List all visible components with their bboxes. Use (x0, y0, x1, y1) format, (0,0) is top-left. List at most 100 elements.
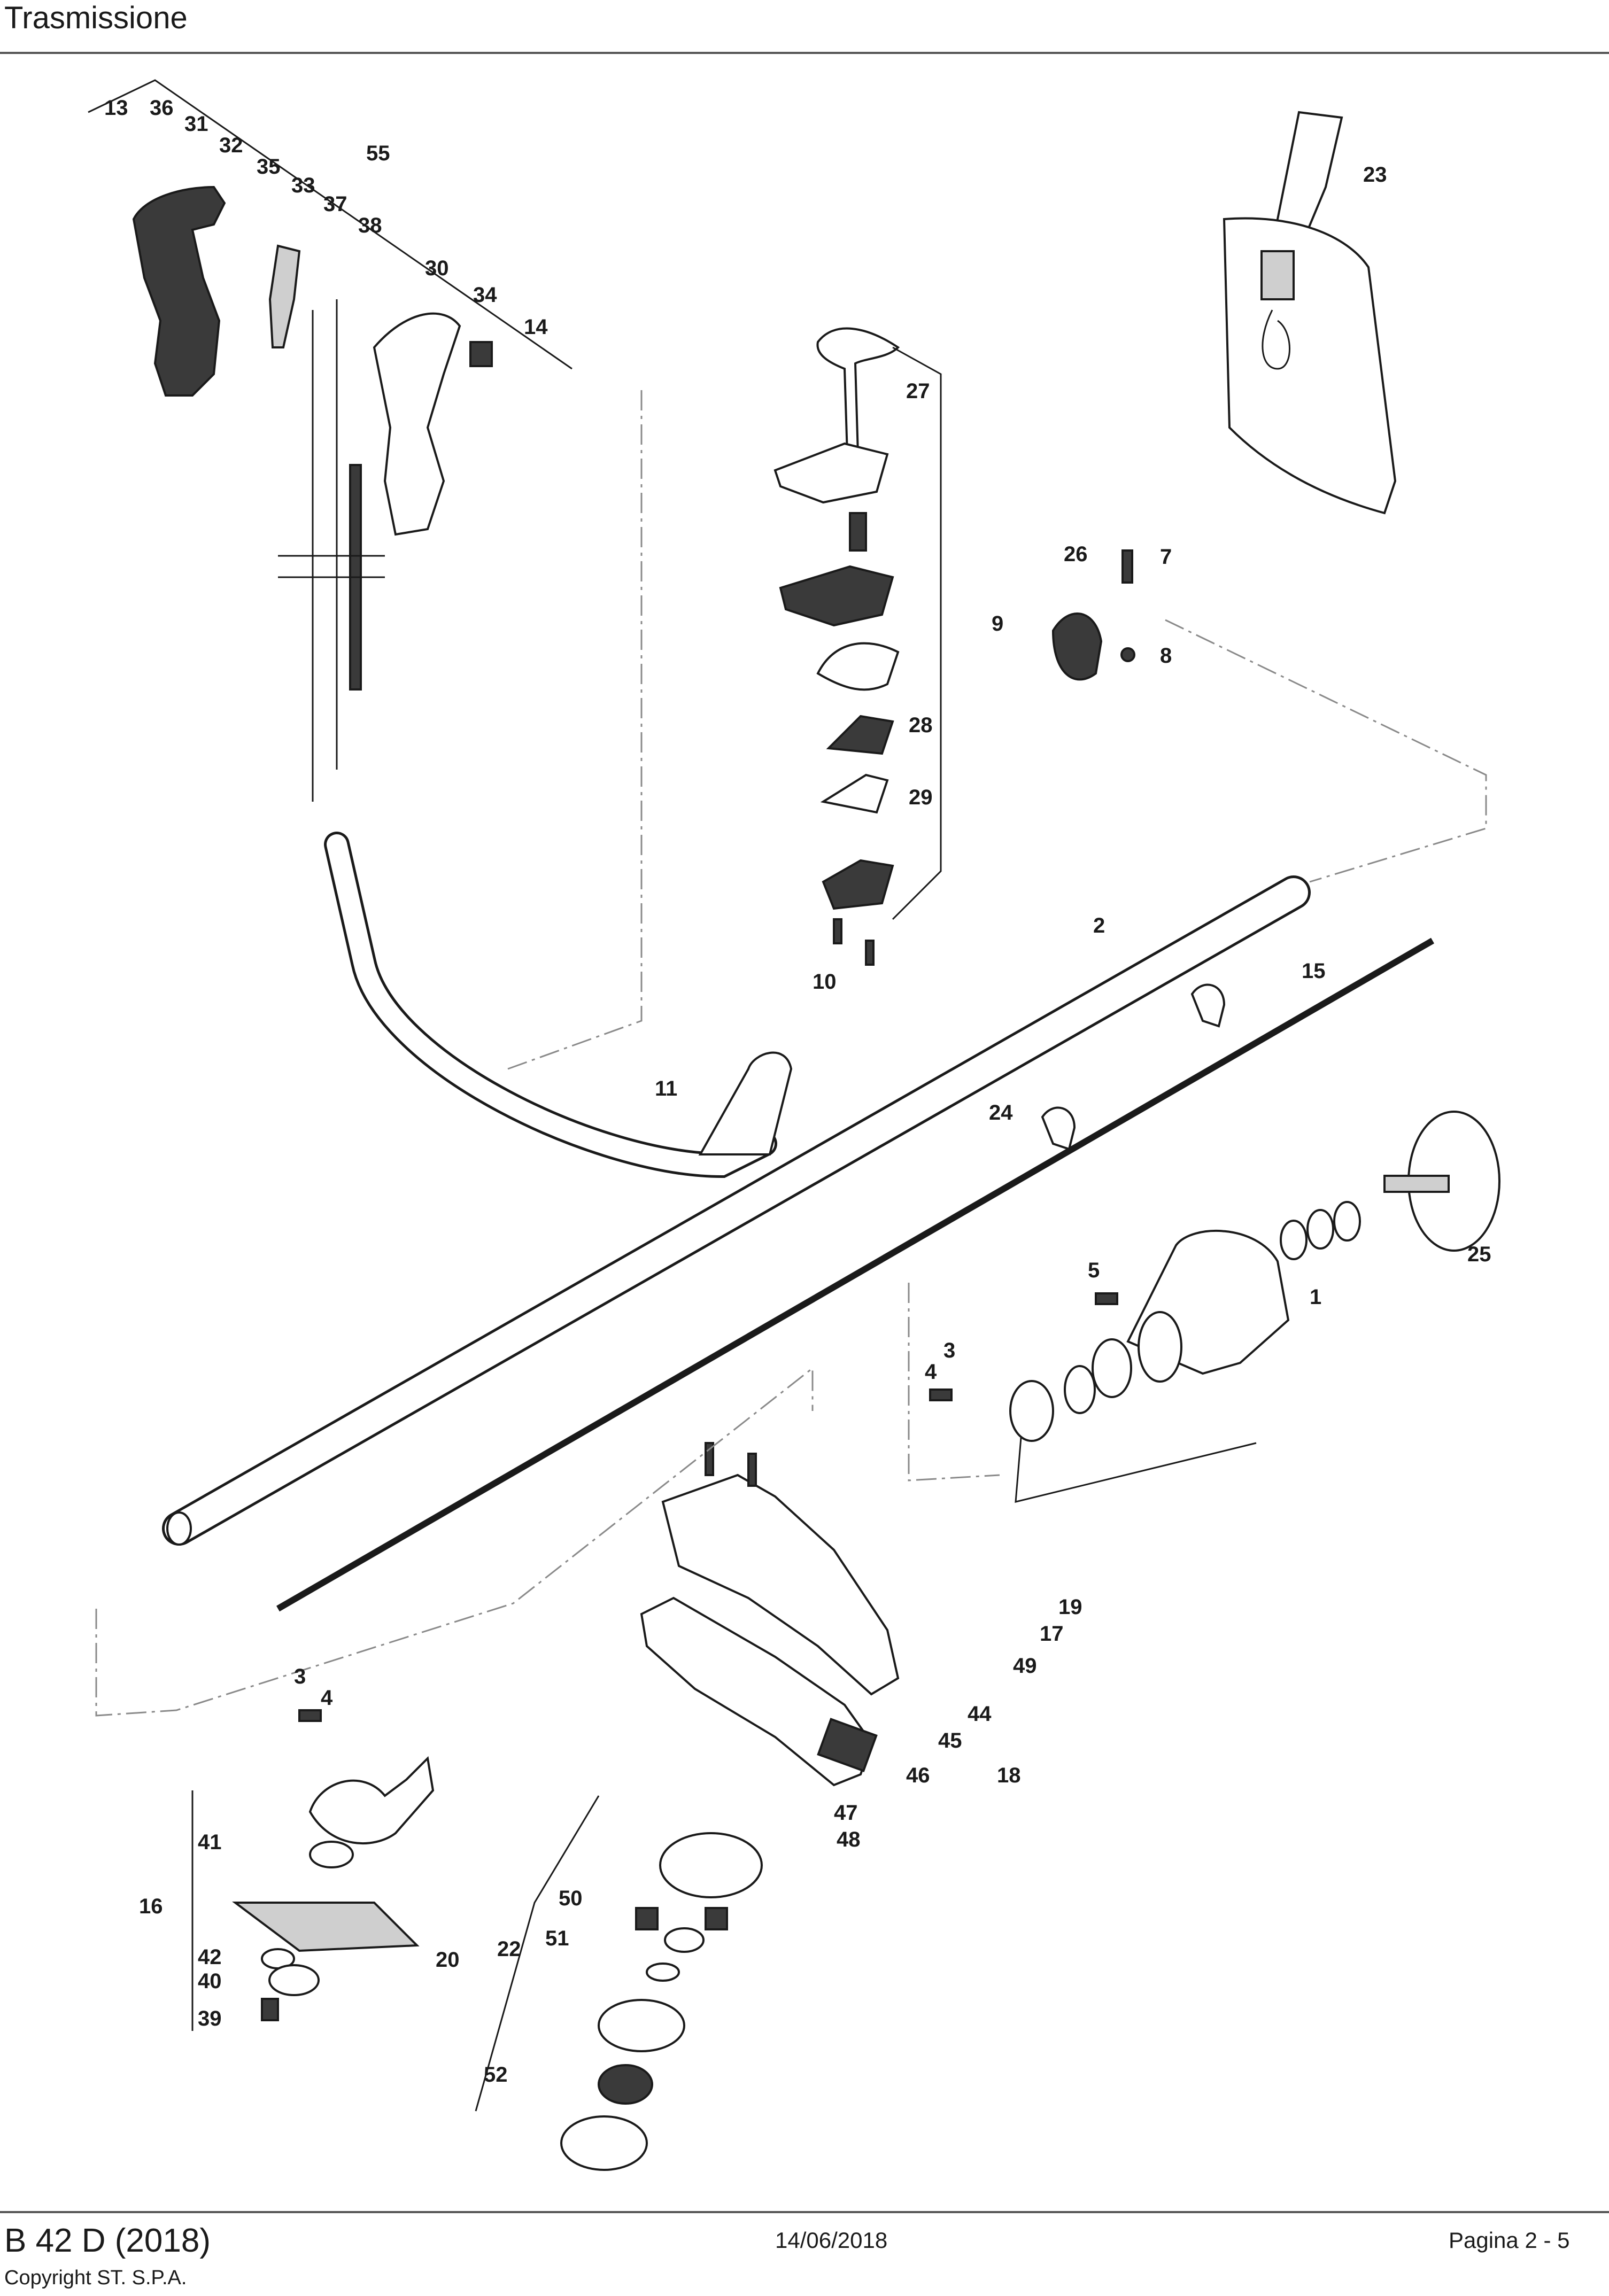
bracket-insert (820, 773, 889, 814)
callout-8: 8 (1160, 644, 1172, 668)
washer (646, 1963, 680, 1982)
callout-23: 23 (1363, 163, 1387, 187)
handle-assembly (88, 79, 573, 802)
callout-45: 45 (938, 1729, 962, 1752)
tube-clip (1190, 983, 1226, 1028)
screw (1095, 1292, 1118, 1305)
callout-28: 28 (909, 713, 933, 737)
gearhead-assembly (191, 1709, 435, 2031)
callout-44: 44 (968, 1702, 992, 1726)
harness-buckle (1260, 250, 1295, 300)
callout-39: 39 (198, 2007, 222, 2030)
bushing (1092, 1338, 1132, 1398)
callout-27: 27 (906, 379, 930, 403)
thrust-washer (309, 1841, 354, 1868)
page-number: Pagina 2 - 5 (1449, 2228, 1570, 2253)
handle-body-left (132, 185, 226, 397)
callout-51: 51 (545, 1927, 569, 1950)
adapter (1009, 1380, 1054, 1442)
eyelet (705, 1907, 728, 1930)
callout-35: 35 (257, 155, 281, 179)
callout-33: 33 (291, 174, 315, 197)
callout-13: 13 (104, 96, 128, 120)
bracket-stack (773, 327, 942, 966)
drive-shaft (276, 937, 1435, 1612)
callout-19: 19 (1058, 1595, 1082, 1619)
callout-37: 37 (323, 192, 347, 216)
copyright: Copyright ST. S.P.A. (4, 2267, 187, 2289)
callout-36: 36 (150, 96, 174, 120)
callout-41: 41 (198, 1830, 222, 1854)
screw (929, 1389, 953, 1401)
callout-7: 7 (1160, 545, 1172, 569)
callout-38: 38 (358, 214, 382, 237)
callout-11: 11 (655, 1077, 677, 1100)
callout-15: 15 (1302, 959, 1326, 983)
spool-insert (598, 2064, 653, 2105)
callout-49: 49 (1013, 1654, 1037, 1678)
wing-knob (816, 327, 900, 455)
callout-46: 46 (906, 1764, 930, 1787)
callout-29: 29 (909, 786, 933, 809)
callout-14: 14 (524, 315, 548, 339)
screw (1121, 549, 1133, 584)
ring (1333, 1201, 1361, 1242)
handle-cover-right (373, 312, 461, 536)
callout-47: 47 (834, 1801, 858, 1825)
bracket-top (773, 442, 889, 504)
callout-24: 24 (989, 1101, 1013, 1124)
cover-plate (268, 1964, 320, 1996)
drum-shaft (1383, 1175, 1450, 1193)
callout-25: 25 (1467, 1243, 1491, 1266)
clamp-part (1051, 612, 1103, 681)
head-cover (659, 1832, 763, 1898)
spring (664, 1927, 705, 1953)
callout-labels: 1 2 3 3 4 4 5 7 8 9 10 11 13 14 15 16 17… (104, 96, 1491, 2086)
callout-10: 10 (813, 970, 837, 994)
callout-55: 55 (366, 142, 390, 165)
guard-assembly (640, 1442, 900, 1787)
switch (469, 341, 493, 367)
nut (1120, 647, 1135, 662)
callout-4: 4 (321, 1686, 333, 1710)
spool (598, 1999, 685, 2052)
head-base (560, 2115, 648, 2171)
callout-4: 4 (925, 1360, 937, 1384)
callout-52: 52 (484, 2063, 508, 2086)
callout-26: 26 (1064, 542, 1088, 566)
screw (747, 1453, 757, 1487)
callout-3: 3 (294, 1665, 306, 1688)
callout-9: 9 (992, 612, 1003, 635)
harness-pad (1223, 217, 1397, 515)
callout-20: 20 (436, 1948, 460, 1972)
blade (232, 1902, 420, 1952)
callout-5: 5 (1088, 1259, 1100, 1282)
callout-18: 18 (997, 1764, 1021, 1787)
document-date: 14/06/2018 (775, 2228, 888, 2253)
bracket-spring (849, 512, 867, 552)
bolt (261, 1998, 279, 2021)
trim-blade (817, 1718, 878, 1772)
callout-34: 34 (473, 283, 497, 307)
guard-bracket (661, 1473, 900, 1696)
screw (865, 940, 875, 966)
bracket-clamp-upper (779, 565, 894, 627)
callout-17: 17 (1040, 1622, 1064, 1646)
trimmer-head (475, 1795, 763, 2171)
handlebar-grip (698, 1051, 793, 1155)
clutch-housing-opening (1138, 1311, 1182, 1383)
coupling-assembly (929, 1111, 1500, 1503)
model-name: B 42 D (2018) (4, 2222, 211, 2259)
footer-divider (0, 2211, 1609, 2213)
eyelet (635, 1907, 659, 1930)
grass-guard (640, 1596, 873, 1787)
bracket-clamp-lower (822, 859, 894, 910)
callout-42: 42 (198, 1945, 222, 1969)
snap-ring (1064, 1365, 1096, 1414)
screw (833, 918, 842, 944)
callout-31: 31 (184, 112, 208, 136)
callout-22: 22 (497, 1937, 521, 1961)
trigger-lever (268, 244, 301, 348)
callout-16: 16 (139, 1895, 163, 1918)
